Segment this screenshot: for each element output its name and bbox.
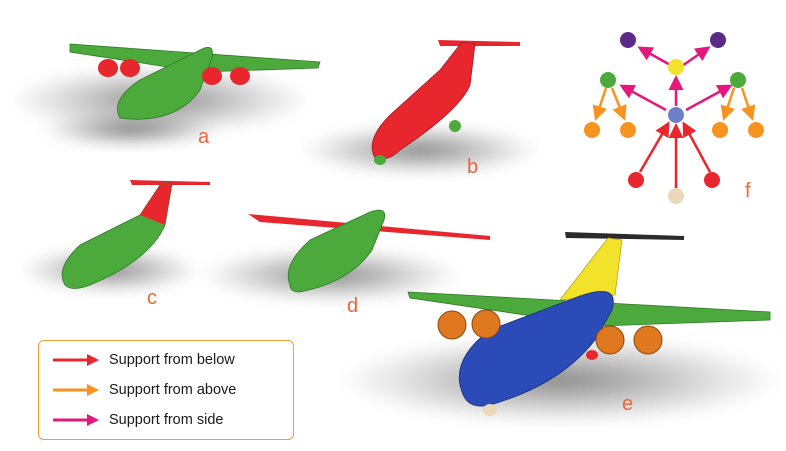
panel-label-e: e [622, 393, 634, 415]
legend-label-above: Support from above [109, 382, 237, 398]
pink-arrow-icon [53, 414, 99, 426]
orange-arrow-icon [53, 384, 99, 396]
panel-label-f: f [745, 180, 751, 202]
panel-label-d: d [347, 295, 359, 317]
plane-b [300, 40, 540, 176]
panel-label-a: a [198, 126, 210, 148]
plane-a [10, 43, 321, 148]
legend: Support from below Support from above Su… [38, 340, 294, 440]
legend-label-side: Support from side [109, 412, 224, 428]
plane-d [200, 209, 490, 303]
red-arrow-icon [53, 354, 99, 366]
panel-label-c: c [147, 287, 157, 309]
plane-e [340, 232, 780, 425]
legend-item-below: Support from below [51, 349, 235, 371]
plane-c [20, 180, 210, 294]
panel-label-b: b [467, 156, 479, 178]
support-graph [584, 32, 764, 204]
legend-item-above: Support from above [51, 379, 236, 401]
legend-label-below: Support from below [109, 352, 235, 368]
legend-item-side: Support from side [51, 409, 223, 431]
